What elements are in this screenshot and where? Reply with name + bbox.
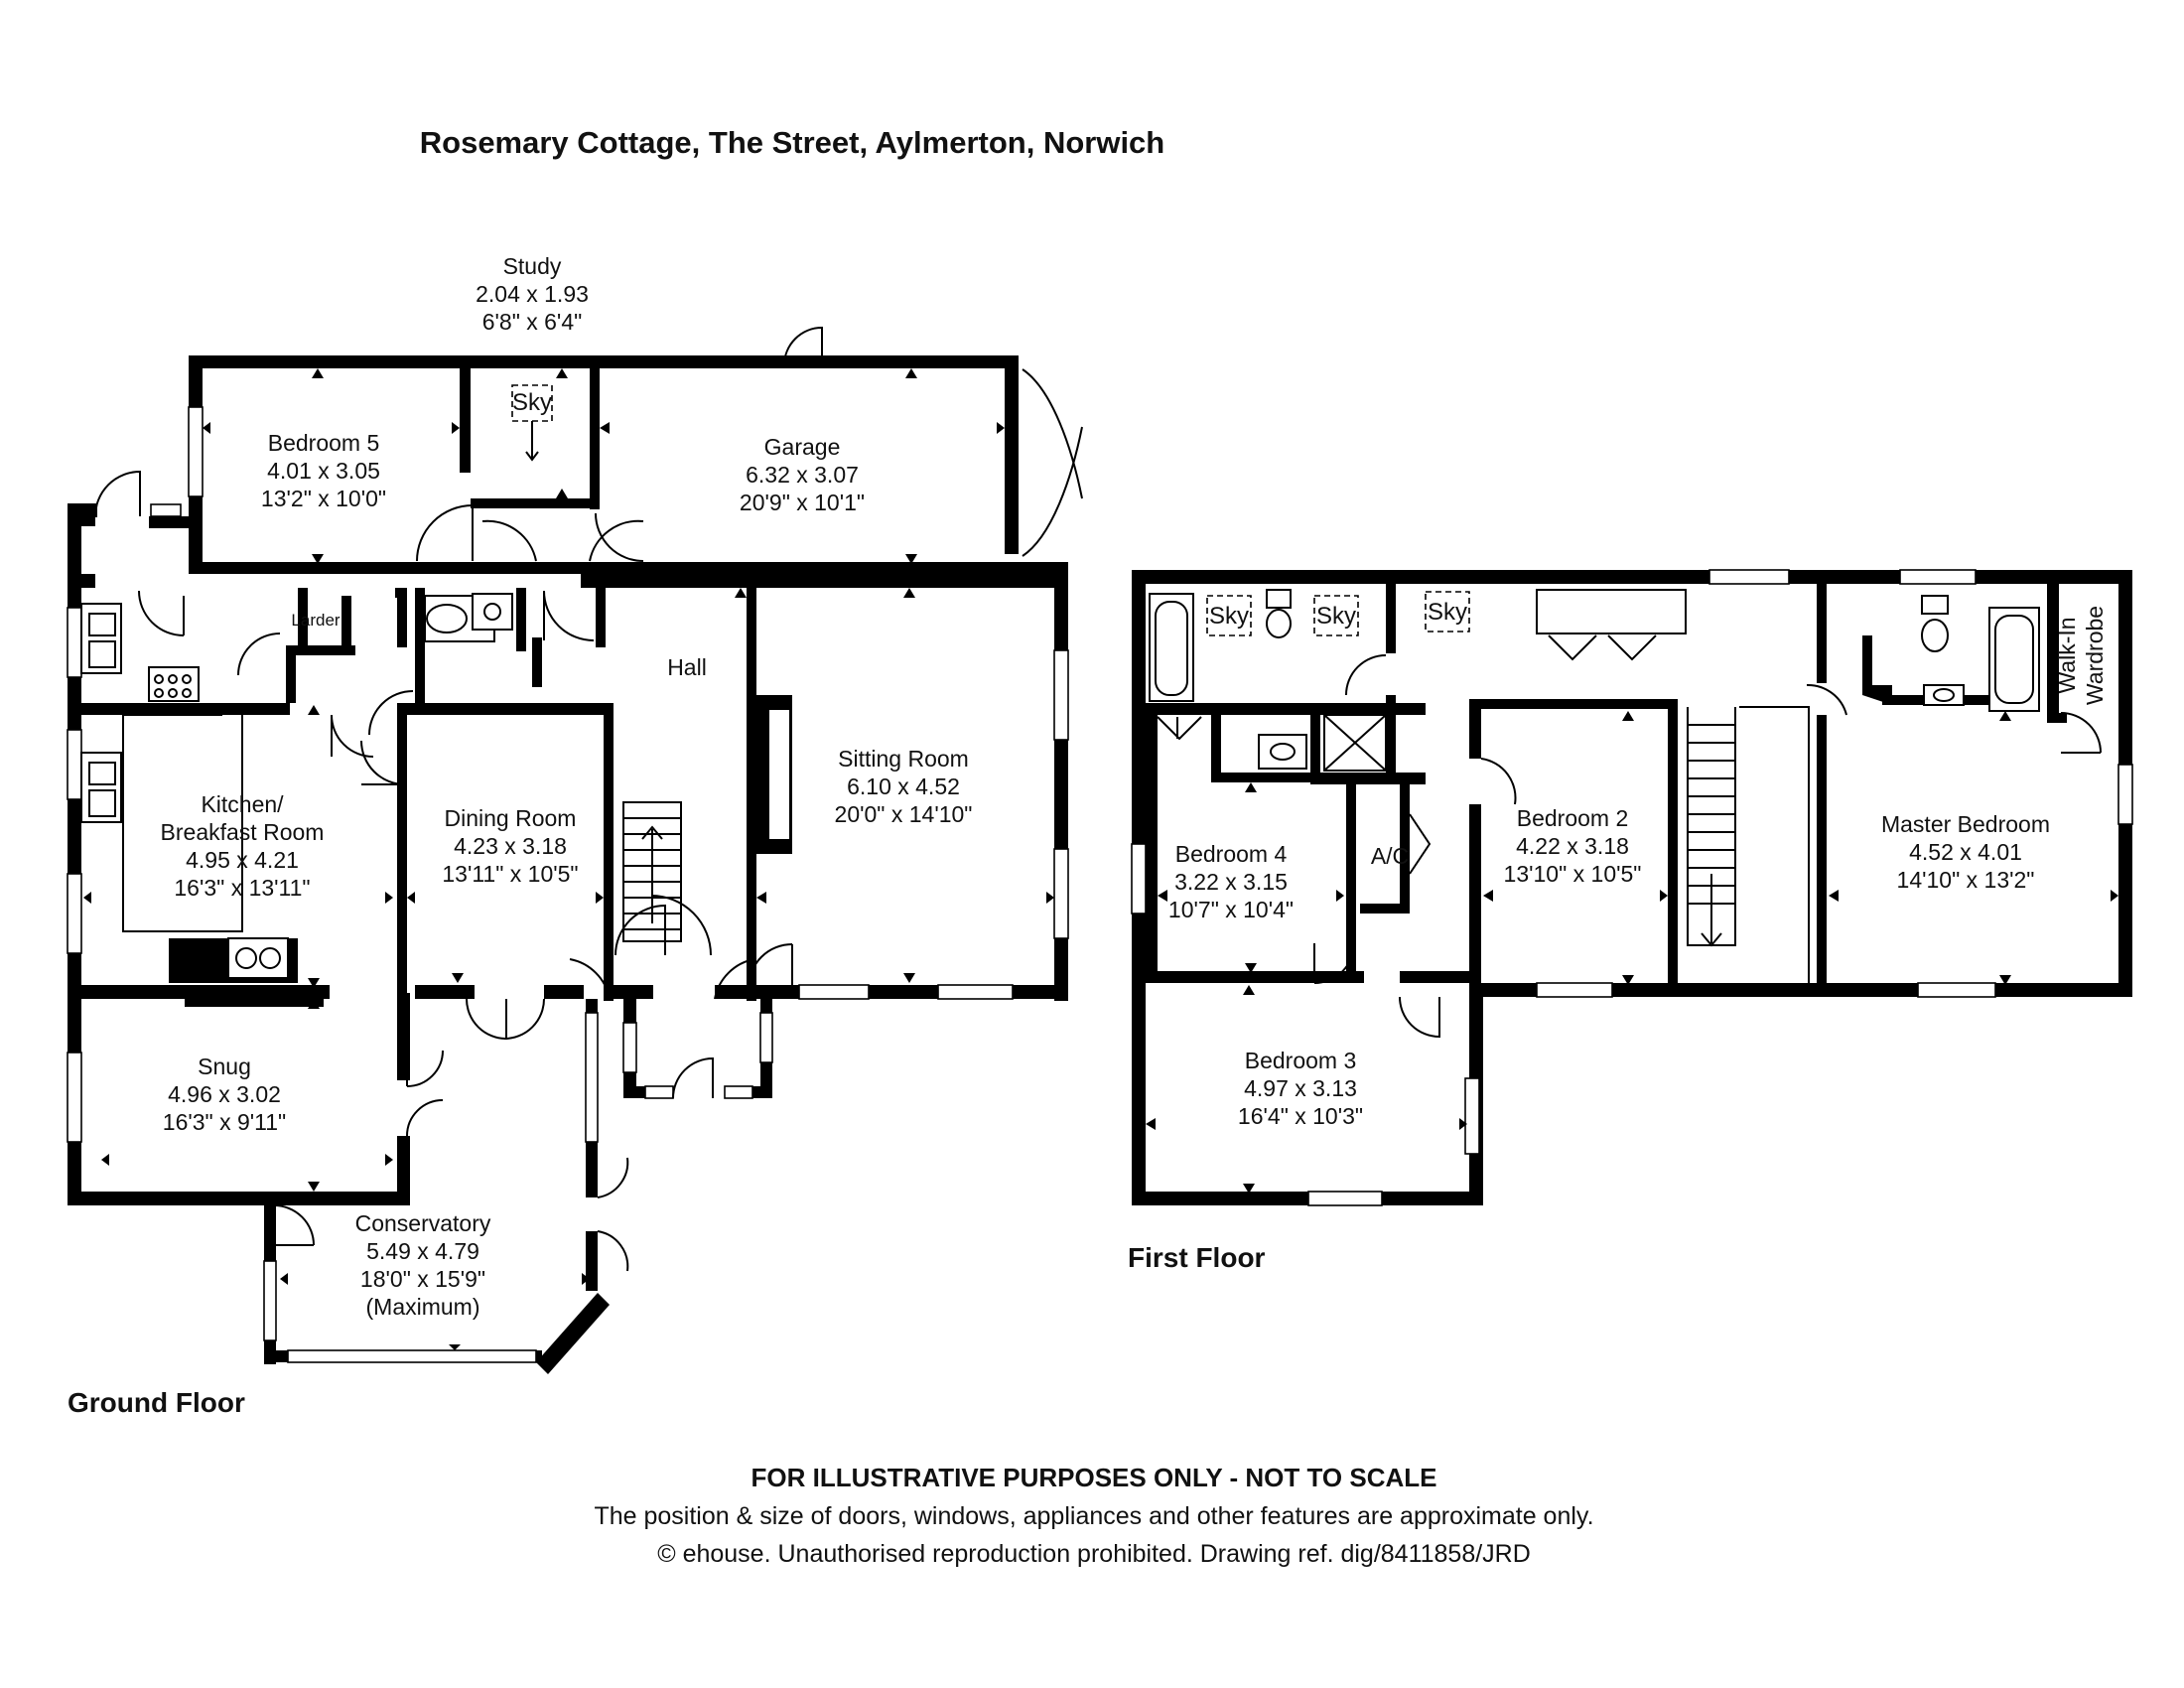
svg-text:18'0" x 15'9": 18'0" x 15'9" bbox=[360, 1266, 485, 1292]
room-label-hall: Hall bbox=[667, 654, 707, 680]
svg-text:13'2" x 10'0": 13'2" x 10'0" bbox=[261, 486, 386, 511]
first-floor-fixtures bbox=[1149, 589, 2040, 991]
ground-floor-doors bbox=[94, 326, 1083, 1272]
skylight-label: Sky bbox=[512, 389, 552, 416]
room-label-larder: Larder bbox=[291, 611, 340, 630]
svg-text:16'3" x 13'11": 16'3" x 13'11" bbox=[174, 875, 310, 901]
ground-floor-dimension-markers bbox=[83, 368, 1054, 1350]
svg-text:20'0" x 14'10": 20'0" x 14'10" bbox=[835, 801, 973, 827]
svg-text:4.96 x 3.02: 4.96 x 3.02 bbox=[168, 1081, 281, 1107]
svg-text:16'3" x 9'11": 16'3" x 9'11" bbox=[163, 1109, 286, 1135]
room-label-study: Study 2.04 x 1.93 6'8" x 6'4" bbox=[476, 253, 589, 335]
svg-text:13'11" x 10'5": 13'11" x 10'5" bbox=[442, 861, 578, 887]
skylight-label: Sky bbox=[1428, 599, 1467, 626]
disclaimer: FOR ILLUSTRATIVE PURPOSES ONLY - NOT TO … bbox=[594, 1463, 1593, 1568]
room-label-snug: Snug 4.96 x 3.02 16'3" x 9'11" bbox=[163, 1054, 286, 1135]
svg-text:Garage: Garage bbox=[764, 434, 841, 460]
svg-text:16'4" x 10'3": 16'4" x 10'3" bbox=[1238, 1103, 1363, 1129]
svg-text:Bedroom 4: Bedroom 4 bbox=[1175, 841, 1288, 867]
svg-text:(Maximum): (Maximum) bbox=[366, 1294, 480, 1320]
svg-text:4.22 x 3.18: 4.22 x 3.18 bbox=[1516, 833, 1629, 859]
first-floor-labels: Sky Sky Sky Walk-In Wardrobe A/C Bedroom… bbox=[1128, 599, 2108, 1273]
svg-text:14'10" x 13'2": 14'10" x 13'2" bbox=[1897, 867, 2035, 893]
svg-text:6'8" x 6'4": 6'8" x 6'4" bbox=[482, 309, 583, 335]
ground-floor-windows bbox=[67, 406, 1069, 1363]
svg-text:Kitchen/: Kitchen/ bbox=[201, 791, 284, 817]
first-floor-windows bbox=[1131, 569, 2133, 1206]
svg-text:Dining Room: Dining Room bbox=[445, 805, 577, 831]
svg-text:Bedroom 2: Bedroom 2 bbox=[1517, 805, 1629, 831]
svg-text:Bedroom 3: Bedroom 3 bbox=[1245, 1048, 1357, 1073]
svg-text:4.52 x 4.01: 4.52 x 4.01 bbox=[1909, 839, 2022, 865]
svg-text:Breakfast Room: Breakfast Room bbox=[161, 819, 325, 845]
svg-text:2.04 x 1.93: 2.04 x 1.93 bbox=[476, 281, 589, 307]
first-floor-dimension-markers bbox=[1146, 711, 2118, 1194]
first-floor-label: First Floor bbox=[1128, 1242, 1266, 1273]
svg-text:6.10 x 4.52: 6.10 x 4.52 bbox=[847, 774, 960, 799]
room-label-dining-room: Dining Room 4.23 x 3.18 13'11" x 10'5" bbox=[442, 805, 578, 887]
room-label-garage: Garage 6.32 x 3.07 20'9" x 10'1" bbox=[740, 434, 865, 515]
svg-text:Master Bedroom: Master Bedroom bbox=[1881, 811, 2050, 837]
plan-title: Rosemary Cottage, The Street, Aylmerton,… bbox=[420, 125, 1164, 160]
disclaimer-heading: FOR ILLUSTRATIVE PURPOSES ONLY - NOT TO … bbox=[751, 1463, 1437, 1492]
skylight-label: Sky bbox=[1316, 603, 1356, 630]
room-label-master-bedroom: Master Bedroom 4.52 x 4.01 14'10" x 13'2… bbox=[1881, 811, 2050, 893]
ground-floor-fixtures bbox=[80, 384, 682, 979]
svg-text:4.23 x 3.18: 4.23 x 3.18 bbox=[454, 833, 567, 859]
room-label-bedroom-5: Bedroom 5 4.01 x 3.05 13'2" x 10'0" bbox=[261, 430, 386, 511]
svg-text:Wardrobe: Wardrobe bbox=[2082, 606, 2108, 705]
disclaimer-line-1: The position & size of doors, windows, a… bbox=[594, 1502, 1593, 1530]
svg-text:10'7" x 10'4": 10'7" x 10'4" bbox=[1168, 897, 1294, 922]
svg-text:4.95 x 4.21: 4.95 x 4.21 bbox=[186, 847, 299, 873]
svg-text:20'9" x 10'1": 20'9" x 10'1" bbox=[740, 490, 865, 515]
room-label-bedroom-2: Bedroom 2 4.22 x 3.18 13'10" x 10'5" bbox=[1504, 805, 1642, 887]
svg-text:Bedroom 5: Bedroom 5 bbox=[268, 430, 380, 456]
skylight-label: Sky bbox=[1209, 603, 1249, 630]
room-label-bedroom-4: Bedroom 4 3.22 x 3.15 10'7" x 10'4" bbox=[1168, 841, 1294, 922]
room-label-conservatory: Conservatory 5.49 x 4.79 18'0" x 15'9" (… bbox=[355, 1210, 491, 1320]
room-label-sitting-room: Sitting Room 6.10 x 4.52 20'0" x 14'10" bbox=[835, 746, 973, 827]
svg-text:3.22 x 3.15: 3.22 x 3.15 bbox=[1174, 869, 1288, 895]
room-label-walk-in-wardrobe: Walk-In Wardrobe bbox=[2054, 606, 2108, 705]
svg-text:Walk-In: Walk-In bbox=[2054, 617, 2080, 693]
svg-text:5.49 x 4.79: 5.49 x 4.79 bbox=[366, 1238, 479, 1264]
svg-text:Conservatory: Conservatory bbox=[355, 1210, 491, 1236]
disclaimer-line-2: © ehouse. Unauthorised reproduction proh… bbox=[657, 1540, 1531, 1568]
ground-floor-label: Ground Floor bbox=[68, 1387, 245, 1418]
room-label-ac: A/C bbox=[1371, 843, 1409, 869]
svg-text:6.32 x 3.07: 6.32 x 3.07 bbox=[746, 462, 859, 488]
svg-text:4.97 x 3.13: 4.97 x 3.13 bbox=[1244, 1075, 1357, 1101]
room-label-kitchen: Kitchen/ Breakfast Room 4.95 x 4.21 16'3… bbox=[161, 791, 325, 901]
svg-text:4.01 x 3.05: 4.01 x 3.05 bbox=[267, 458, 380, 484]
ground-floor-labels: Study 2.04 x 1.93 6'8" x 6'4" Sky Bedroo… bbox=[68, 253, 972, 1418]
first-floor-doors bbox=[1157, 634, 2102, 1039]
svg-text:13'10" x 10'5": 13'10" x 10'5" bbox=[1504, 861, 1642, 887]
svg-text:Snug: Snug bbox=[198, 1054, 251, 1079]
svg-text:Sitting Room: Sitting Room bbox=[838, 746, 969, 772]
room-label-bedroom-3: Bedroom 3 4.97 x 3.13 16'4" x 10'3" bbox=[1238, 1048, 1363, 1129]
svg-text:Study: Study bbox=[503, 253, 562, 279]
